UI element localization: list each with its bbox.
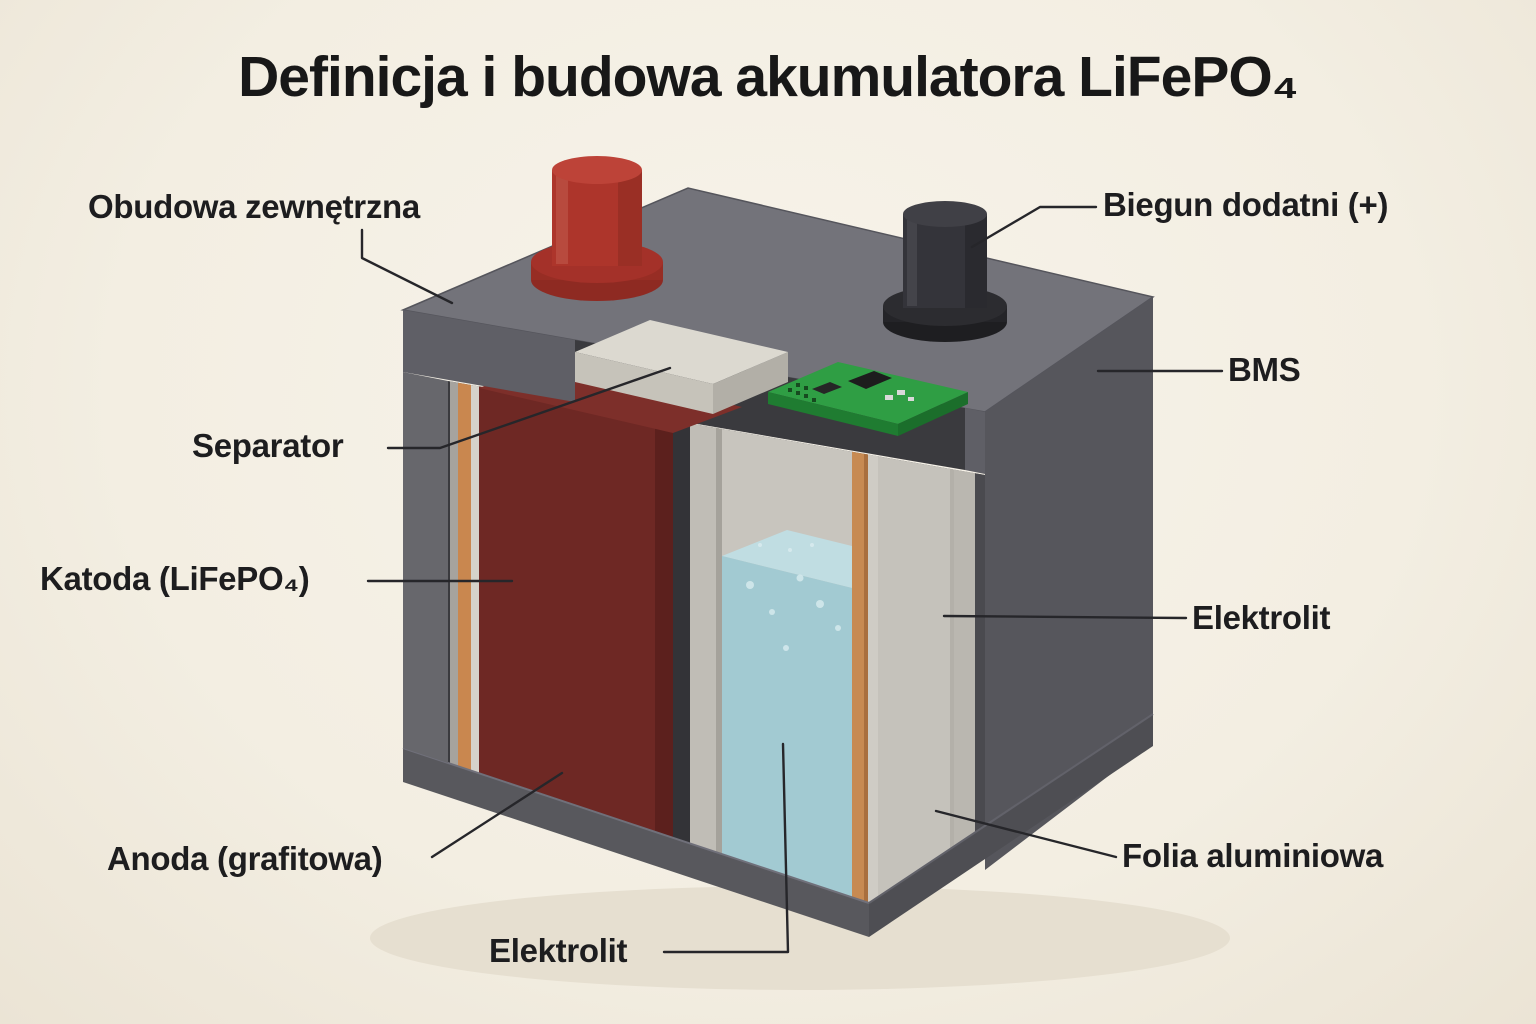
leader-folia: [934, 809, 1118, 859]
leader-biegun: [970, 205, 1098, 249]
label-bms: BMS: [1228, 351, 1301, 388]
tray-right-rim: [869, 714, 1153, 937]
left-wall-strip: [403, 372, 448, 763]
bms-chip: [848, 371, 892, 389]
negative-terminal: [883, 201, 1007, 342]
electrolyte-block: [722, 556, 852, 924]
thin-separator-sheet: [471, 381, 479, 924]
diagram-title: Definicja i budowa akumulatora LiFePO₄: [238, 45, 1299, 109]
lid-front-band-left: [403, 310, 575, 402]
battery-case-right-face: [985, 297, 1153, 870]
cathode-shade: [655, 381, 673, 924]
inner-wall-shadow: [975, 381, 985, 924]
plate-edge-line: [716, 381, 722, 924]
leader-obudowa: [360, 228, 454, 305]
leader-lines: [360, 205, 1224, 954]
positive-terminal: [531, 156, 663, 301]
leader-separator: [386, 366, 672, 450]
rim-highlight-right: [868, 713, 1154, 904]
label-positive-terminal: Biegun dodatni (+): [1103, 186, 1389, 223]
electrolyte-bubbles: [746, 543, 841, 651]
label-separator: Separator: [192, 427, 344, 464]
plate-highlight: [868, 381, 878, 924]
bms-pins: [788, 383, 816, 402]
label-cathode: Katoda (LiFePO₄): [40, 560, 310, 597]
label-electrolyte-bottom: Elektrolit: [489, 932, 628, 969]
ground-shadow: [370, 886, 1230, 990]
lid-front-band-right: [965, 408, 985, 474]
leader-elektrolit-bottom: [662, 742, 790, 954]
separator-slab: [575, 320, 788, 414]
edge-plate: [450, 381, 458, 924]
label-outer-case: Obudowa zewnętrzna: [88, 188, 420, 225]
bms-pads: [885, 390, 914, 401]
plate-seam: [950, 381, 954, 924]
rim-highlight-front: [402, 747, 870, 904]
label-aluminum-foil: Folia aluminiowa: [1122, 837, 1384, 874]
leader-elektrolit-right: [942, 614, 1188, 620]
bms-chip-small: [812, 382, 842, 394]
label-anode: Anoda (grafitowa): [107, 840, 383, 877]
tray-front-rim: [403, 748, 869, 937]
cathode-block: [479, 381, 673, 924]
aluminum-foil-edge: [864, 381, 868, 924]
bms-board: [768, 362, 968, 436]
stack-gap-shadow: [673, 381, 690, 924]
label-electrolyte-right: Elektrolit: [1192, 599, 1331, 636]
leader-anoda: [430, 771, 564, 859]
plate-end: [954, 381, 975, 924]
